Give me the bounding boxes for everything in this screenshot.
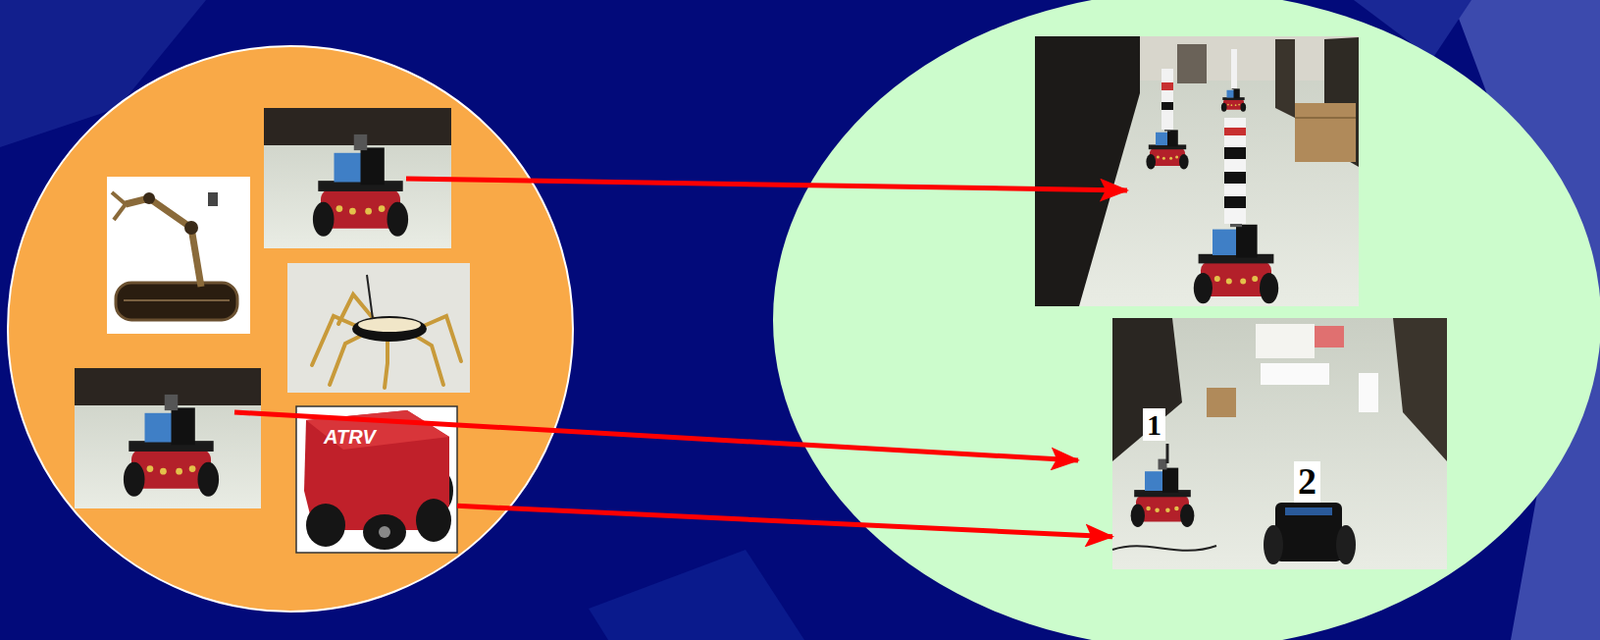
team-photo (1255, 323, 1315, 359)
atrv-photo (378, 525, 391, 538)
atrv-photo (296, 406, 458, 553)
team-photo (1314, 325, 1344, 348)
hallway-photo (1224, 196, 1246, 208)
team-photo (1393, 317, 1447, 462)
team-photo (1112, 317, 1183, 462)
pioneer-photo (312, 134, 409, 237)
team-photo (1206, 387, 1237, 417)
arm-robot-photo (143, 192, 155, 205)
hallway-photo (1224, 117, 1246, 224)
hexapod-photo (352, 315, 427, 342)
hexapod-photo (287, 262, 470, 393)
atrv-photo (415, 498, 452, 542)
hallway-photo (1161, 102, 1174, 110)
hallway-photo (1275, 39, 1295, 118)
team-photo (1260, 362, 1330, 385)
team-photo (1358, 372, 1379, 413)
pioneer-photo (123, 394, 219, 497)
atrv-photo (296, 406, 458, 553)
team-photo (1285, 507, 1333, 516)
arm-robot-photo (184, 220, 199, 235)
hexapod-photo (366, 274, 373, 319)
atrv-photo (362, 514, 407, 550)
hallway-photo (1161, 68, 1174, 130)
pioneer-photo (74, 367, 261, 509)
assignment-arrow (457, 505, 1113, 536)
assignment-arrow (234, 412, 1079, 461)
hexapod-photo (329, 333, 365, 385)
hexapod-photo (412, 333, 444, 385)
hallway-photo (1224, 127, 1246, 136)
hallway-photo (1221, 85, 1246, 112)
hexapod-photo (384, 338, 388, 388)
robot-pool-circle (7, 46, 573, 612)
hallway-photo (1294, 103, 1356, 162)
hexapod-photo (287, 262, 470, 393)
team-photo (1112, 317, 1447, 569)
team-photo (1131, 459, 1195, 527)
team-photo (1112, 545, 1217, 551)
arm-robot-photo (125, 198, 202, 287)
hallway-photo (1145, 123, 1188, 169)
team-photo (1336, 524, 1356, 565)
assignment-arrow (406, 178, 1128, 191)
hallway-photo (1161, 82, 1174, 91)
photo-node: ATRV (296, 406, 458, 553)
hexapod-photo (311, 294, 462, 388)
hallway-photo (1034, 36, 1359, 307)
arm-robot-photo (123, 299, 230, 302)
team-photo (1166, 443, 1170, 464)
hexapod-photo (358, 317, 421, 332)
arm-robot-photo (207, 192, 218, 207)
team-photo (1263, 524, 1284, 565)
hallway-photo (1231, 49, 1238, 89)
team-photo (1275, 502, 1342, 562)
robot-model-label: ATRV (323, 425, 376, 449)
team-photo (1112, 317, 1447, 569)
hallway-photo (1224, 171, 1246, 184)
hallway-photo (1294, 116, 1356, 119)
arm-robot-photo (106, 176, 251, 334)
arm-robot-photo (111, 192, 126, 205)
pioneer-photo (74, 367, 261, 509)
arm-robot-photo (113, 204, 126, 220)
robot-number-card: 2 (1293, 461, 1321, 503)
atrv-photo (306, 503, 346, 547)
arm-robot-photo (115, 282, 238, 320)
hallway-photo (1177, 44, 1207, 84)
background-decor (588, 549, 805, 640)
photo-node: 12 (1112, 317, 1447, 569)
hallway-photo (1193, 212, 1279, 304)
arm-robot-photo (106, 176, 251, 334)
assignment-arrow (234, 178, 1128, 461)
hexapod-photo (416, 315, 462, 362)
robot-number-card: 1 (1142, 408, 1166, 441)
hallway-photo (1034, 36, 1359, 307)
hallway-photo (1224, 147, 1246, 159)
hallway-photo (1034, 36, 1140, 307)
team-ellipse (773, 0, 1600, 640)
